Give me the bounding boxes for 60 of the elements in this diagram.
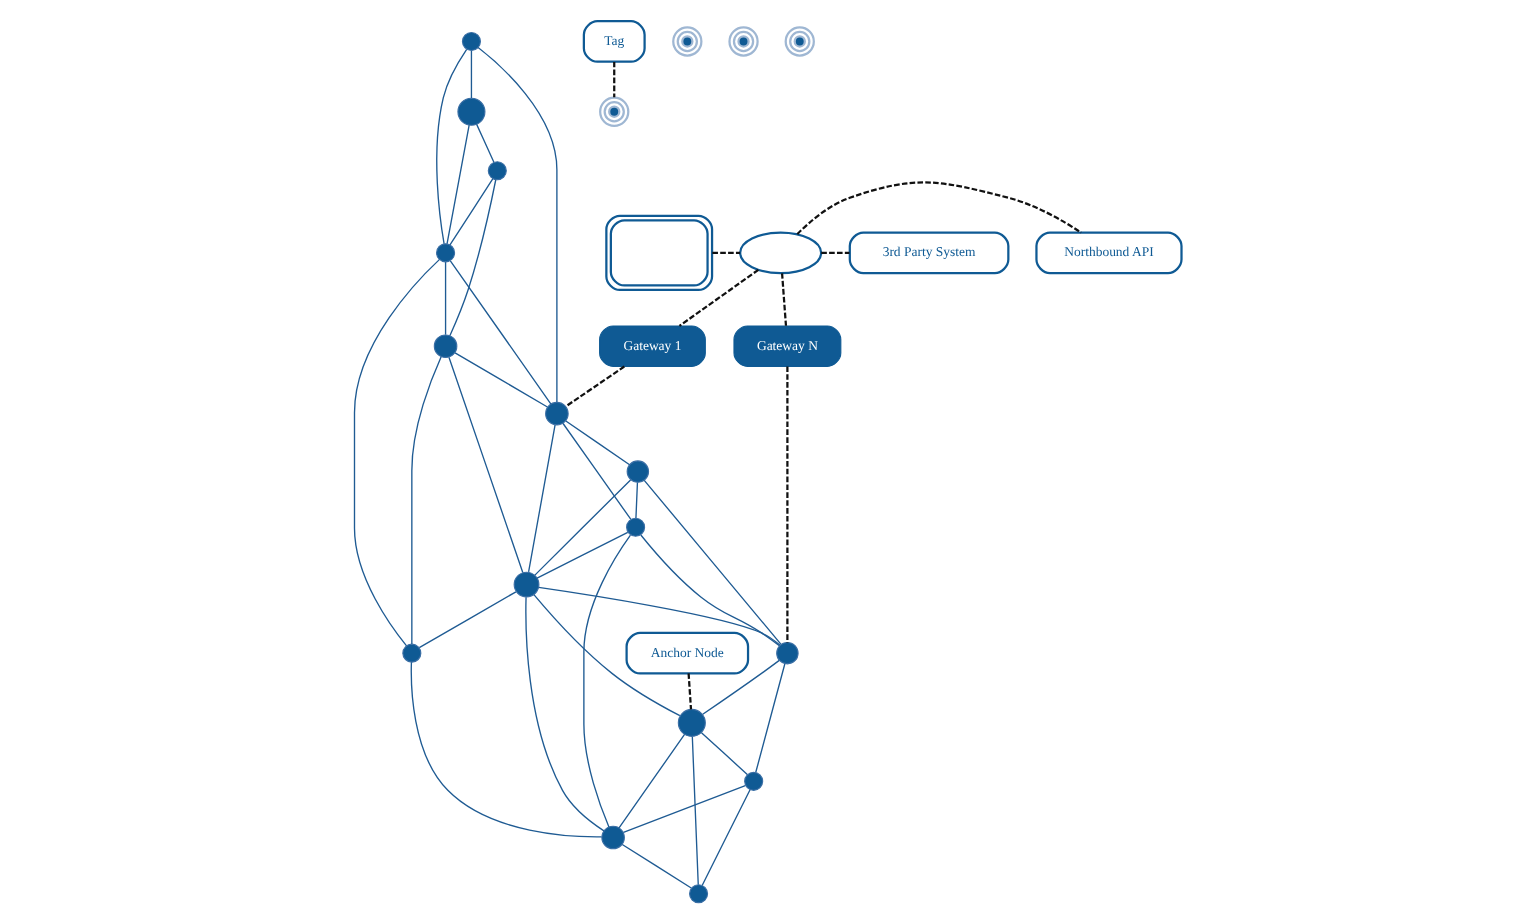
connector [643, 479, 782, 645]
node-circle [402, 643, 422, 663]
node-circle [776, 641, 799, 665]
connector [786, 366, 789, 643]
connector [622, 785, 746, 834]
connector [525, 596, 605, 832]
connector [621, 843, 692, 889]
connector [534, 479, 632, 576]
node-circle [461, 31, 481, 52]
node-circle [677, 708, 706, 737]
connector [418, 591, 517, 649]
connector [565, 365, 625, 408]
connector [796, 181, 1082, 235]
connector [565, 420, 631, 466]
connector [780, 273, 788, 326]
connector [536, 531, 629, 579]
node-circle [436, 243, 456, 263]
node-circle [601, 825, 625, 850]
connector [449, 179, 497, 337]
node-circle [433, 334, 458, 358]
connector [436, 48, 468, 245]
node-circle [513, 571, 540, 598]
connector [712, 251, 741, 254]
connector [444, 261, 447, 336]
connector [640, 534, 781, 647]
connector [562, 422, 632, 521]
connector [449, 260, 552, 405]
node-circle [744, 771, 764, 791]
node-circle [626, 460, 650, 483]
connector [411, 355, 442, 645]
node-circle [457, 97, 486, 126]
connector [470, 50, 473, 99]
connector [700, 732, 748, 776]
connector [446, 124, 470, 245]
connector [449, 178, 494, 246]
connector [410, 661, 603, 838]
connector [635, 481, 639, 519]
connector [702, 659, 780, 715]
connector [477, 46, 558, 403]
connector [613, 61, 616, 98]
connector [533, 593, 681, 717]
connector [618, 733, 686, 829]
node-circle [626, 517, 646, 537]
connector [448, 356, 524, 574]
node-circle [487, 161, 507, 181]
node-cloud [739, 231, 823, 275]
connector [454, 352, 549, 408]
connector [527, 424, 556, 573]
node-circle [689, 884, 709, 904]
connector [821, 251, 850, 254]
connector [701, 789, 751, 886]
connector [583, 534, 632, 828]
node-circle [545, 401, 569, 426]
connector [691, 736, 699, 886]
connector [678, 268, 759, 327]
connector [476, 123, 495, 163]
connector [537, 586, 781, 646]
connector [755, 663, 786, 773]
connector [353, 258, 440, 647]
connector [687, 673, 693, 710]
